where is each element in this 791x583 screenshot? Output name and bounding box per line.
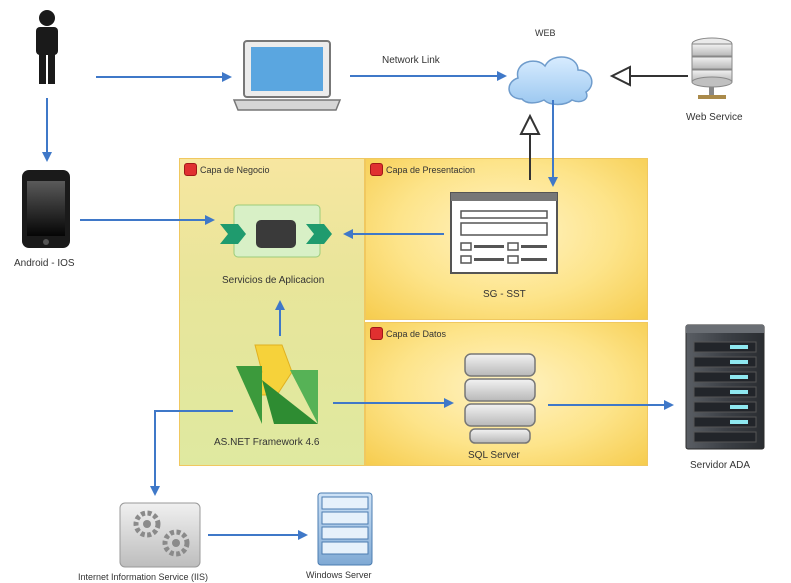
layer-datos-label: Capa de Datos <box>386 328 447 339</box>
hollow-arrowhead-icon <box>519 113 541 135</box>
network-link-label: Network Link <box>382 55 440 66</box>
web-cloud-icon <box>508 56 593 106</box>
sg-sst-label: SG - SST <box>483 289 526 300</box>
layer-presentacion-label: Capa de Presentacion <box>386 164 476 175</box>
windows-server-label: Windows Server <box>306 570 372 580</box>
laptop-icon <box>232 40 342 111</box>
android-ios-label: Android - IOS <box>14 258 75 269</box>
layer-negocio-title: Capa de Negocio <box>184 163 270 176</box>
layer-presentacion-title: Capa de Presentacion <box>370 163 475 176</box>
layer-marker-icon <box>370 163 383 176</box>
hollow-arrowhead-icon <box>609 65 631 87</box>
arrow-framework-to-iis <box>150 410 233 496</box>
servidor-ada-server-icon <box>685 324 765 450</box>
connectors <box>42 71 674 540</box>
web-service-label: Web Service <box>686 112 743 123</box>
layer-marker-icon <box>184 163 197 176</box>
android-ios-phone-icon <box>22 170 70 248</box>
web-service-database-icon <box>691 37 733 99</box>
sg-sst-webpage-icon <box>450 192 558 274</box>
windows-server-icon <box>317 492 373 566</box>
sql-server-database-icon <box>464 353 536 444</box>
servicios-aplicacion-icon <box>220 204 332 258</box>
iis-label: Internet Information Service (IIS) <box>78 572 209 582</box>
person-icon <box>36 10 58 84</box>
hollow-connectors <box>519 65 688 180</box>
sql-server-label: SQL Server <box>468 450 520 461</box>
servidor-ada-label: Servidor ADA <box>690 460 751 471</box>
dotnet-framework-logo-icon <box>236 344 318 424</box>
framework-label: AS.NET Framework 4.6 <box>214 437 320 448</box>
servicios-label: Servicios de Aplicacion <box>222 275 325 286</box>
layer-negocio-label: Capa de Negocio <box>200 164 270 175</box>
iis-gears-icon <box>119 502 201 568</box>
layer-datos-title: Capa de Datos <box>370 327 446 340</box>
web-label: WEB <box>535 28 556 38</box>
layer-marker-icon <box>370 327 383 340</box>
